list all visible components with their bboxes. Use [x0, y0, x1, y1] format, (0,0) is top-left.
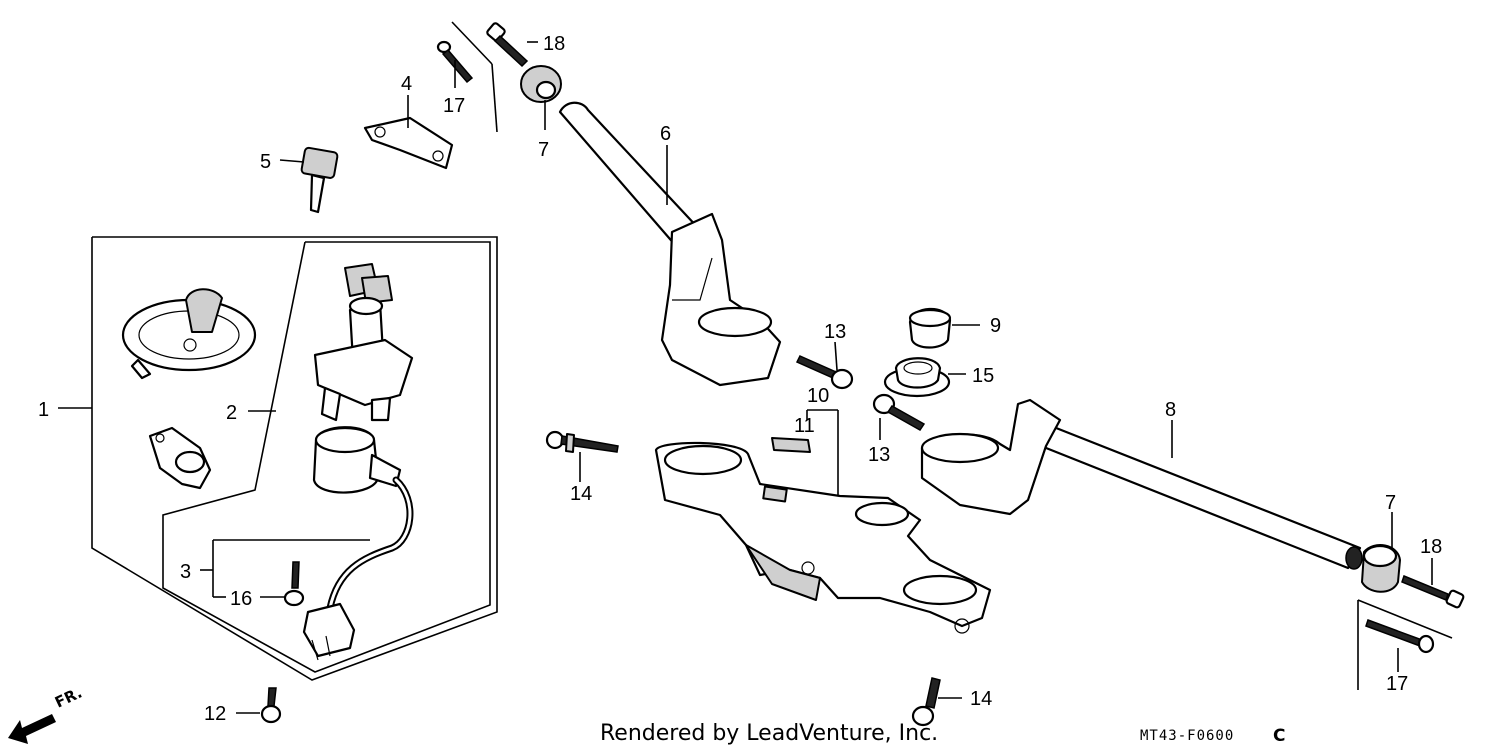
callout-1: 1 — [38, 399, 49, 421]
group-2-outline — [162, 241, 491, 673]
handlebar-right-part — [920, 398, 1363, 570]
bolt-14-lower — [911, 677, 941, 727]
callout-9: 9 — [990, 315, 1001, 337]
fuel-cap-part — [121, 288, 257, 380]
bolt-13-upper — [795, 355, 854, 390]
callout-17-top: 17 — [443, 95, 465, 117]
screw-16 — [283, 561, 305, 607]
screw-17-right — [1365, 619, 1435, 654]
callout-7-right: 7 — [1385, 492, 1396, 514]
callout-18-right: 18 — [1420, 536, 1442, 558]
switch-wire-inner — [328, 478, 412, 610]
divider-line-top — [451, 21, 493, 65]
connector-part — [302, 602, 356, 661]
callout-6: 6 — [660, 123, 671, 145]
divider-line-right — [1357, 599, 1453, 639]
callout-18-top: 18 — [543, 33, 565, 55]
divider-line-top-v — [491, 63, 498, 133]
callout-15: 15 — [972, 365, 994, 387]
bolt-18-right — [1401, 575, 1465, 609]
bar-end-7-top — [520, 65, 562, 103]
callout-13-upper: 13 — [824, 321, 846, 343]
bolt-14-upper — [545, 430, 619, 453]
callout-11: 11 — [794, 415, 815, 437]
bracket-part — [363, 116, 454, 170]
callout-13-lower: 13 — [868, 444, 890, 466]
bolt-13-lower — [872, 393, 926, 431]
switch-cylinder-part — [312, 426, 402, 494]
callout-10: 10 — [807, 385, 829, 407]
callout-5: 5 — [260, 151, 271, 173]
callout-17-right: 17 — [1386, 673, 1408, 695]
ignition-switch-part — [313, 263, 414, 422]
key-part — [300, 146, 339, 214]
diagram-code-suffix: C — [1273, 726, 1285, 746]
leader-lines — [58, 41, 1433, 714]
screw-17-top — [436, 40, 474, 84]
callout-12: 12 — [204, 703, 226, 725]
front-direction-marker: FR. — [8, 684, 85, 744]
callout-2: 2 — [226, 402, 237, 424]
nut-15 — [883, 357, 951, 398]
callout-16: 16 — [230, 588, 252, 610]
front-direction-label: FR. — [52, 684, 85, 712]
bolt-12 — [260, 687, 282, 724]
cap-9 — [908, 307, 952, 349]
diagram-code: MT43-F0600 — [1140, 728, 1234, 744]
callout-7-top: 7 — [538, 139, 549, 161]
callout-14-upper: 14 — [570, 483, 592, 505]
group-1-outline — [91, 236, 498, 681]
top-bridge-part — [654, 441, 992, 634]
callout-14-lower: 14 — [970, 688, 992, 710]
handlebar-left-part — [558, 101, 782, 387]
seat-lock-part — [148, 426, 212, 490]
credit-text: Rendered by LeadVenture, Inc. — [600, 721, 938, 746]
callout-3: 3 — [180, 561, 191, 583]
bolt-18-top — [486, 22, 529, 68]
bar-end-7-right — [1361, 544, 1401, 593]
callout-4: 4 — [401, 73, 412, 95]
callout-8: 8 — [1165, 399, 1176, 421]
front-arrow-icon — [8, 714, 56, 744]
plate-11 — [771, 437, 811, 453]
